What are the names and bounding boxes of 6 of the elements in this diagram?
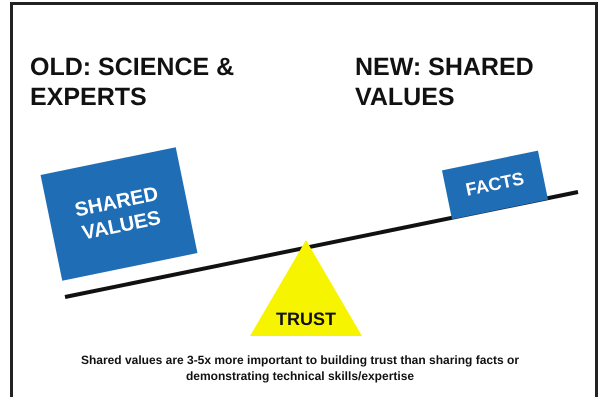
heading: OLD: SCIENCE & EXPERTS — [30, 52, 236, 112]
fulcrum-triangle: TRUST — [250, 240, 362, 336]
weight-box: SHARED VALUES — [40, 147, 198, 281]
caption: Shared values are 3-5x more important to building trust than sharing facts or demonstrating technical skills/expertise — [80, 352, 520, 384]
weight-box: FACTS — [442, 150, 548, 220]
heading: NEW: SHARED VALUES — [355, 52, 535, 112]
